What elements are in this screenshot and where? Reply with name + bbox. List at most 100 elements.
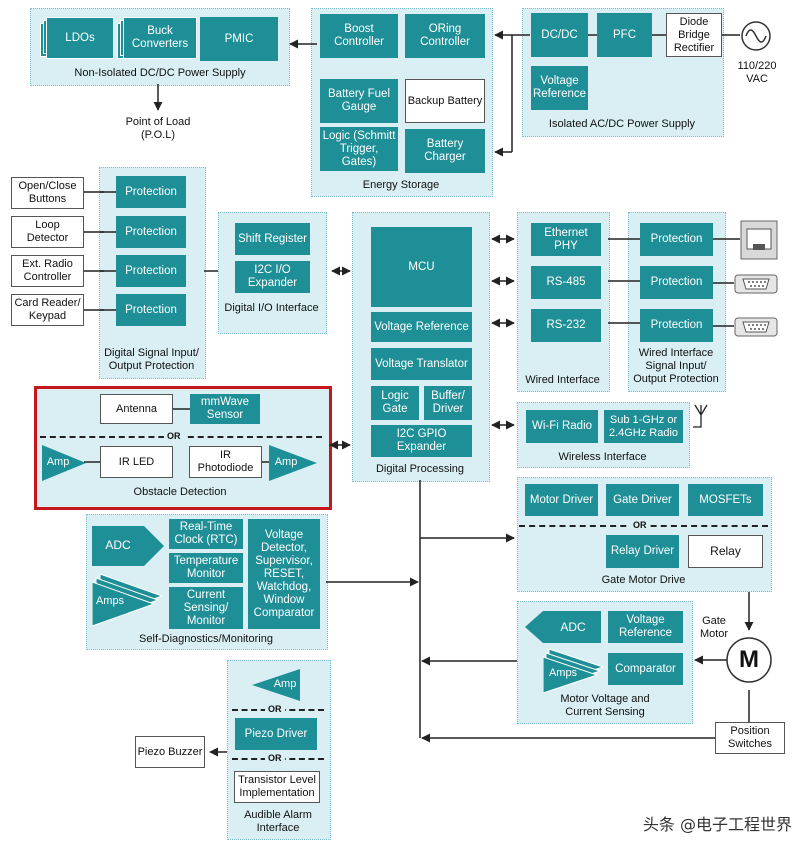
ir-photodiode-box: IR Photodiode: [189, 446, 262, 478]
backup-battery-box: Backup Battery: [405, 79, 485, 123]
piezo-buzzer-box: Piezo Buzzer: [135, 736, 205, 768]
mmwave-sensor-box: mmWave Sensor: [190, 394, 260, 424]
selfdiag-amps-label: Amps: [95, 595, 125, 607]
motor-driver-box: Motor Driver: [525, 484, 598, 516]
dio-title: Digital I/O Interface: [224, 302, 319, 314]
voltage-detector-box: Voltage Detector, Supervisor, RESET, Wat…: [248, 519, 320, 629]
wireless-title: Wireless Interface: [558, 451, 647, 463]
obstacle-amp-left: [42, 445, 86, 481]
mvs-amps-shape: [543, 649, 605, 693]
obstacle-group: [34, 386, 332, 510]
comparator-box: Comparator: [608, 653, 683, 685]
i2c-io-expander-box: I2C I/O Expander: [235, 261, 310, 293]
rs232-box: RS-232: [531, 309, 601, 342]
obstacle-amp-left-label: Amp: [46, 456, 70, 468]
gate-driver-box: Gate Driver: [606, 484, 679, 516]
db9-connector-icon: [734, 317, 778, 337]
ldos-box: LDOs: [46, 17, 114, 59]
ext-radio-controller-box: Ext. Radio Controller: [11, 255, 84, 287]
mvs-title: Motor Voltage and Current Sensing: [560, 693, 650, 718]
vac-label: 110/220 VAC: [737, 60, 777, 85]
pmic-box: PMIC: [200, 17, 278, 61]
alarm-amp-label: Amp: [273, 678, 297, 690]
mvs-voltage-reference-box: Voltage Reference: [608, 611, 683, 643]
motor-symbol: M: [739, 646, 759, 673]
dsp-title: Digital Signal Input/ Output Protection: [104, 347, 199, 372]
gate-motor-drive-title: Gate Motor Drive: [601, 574, 686, 586]
logic-gate-box: Logic Gate: [371, 386, 419, 420]
antenna-box: Antenna: [100, 394, 173, 424]
digital-processing-title: Digital Processing: [375, 463, 465, 475]
watermark: 头条 @电子工程世界: [642, 815, 792, 834]
mosfets-box: MOSFETs: [688, 484, 763, 516]
dsp-protection-4: Protection: [116, 294, 186, 326]
alarm-amp-shape: [252, 669, 300, 701]
rtc-box: Real-Time Clock (RTC): [169, 519, 243, 549]
wired-interface-title: Wired Interface: [525, 374, 600, 386]
selfdiag-adc-shape: [92, 526, 164, 566]
mvs-adc-label: ADC: [560, 620, 586, 634]
pol-label: Point of Load (P.O.L): [125, 116, 191, 141]
dcdc-box: DC/DC: [531, 13, 588, 57]
shift-register-box: Shift Register: [235, 223, 310, 255]
piezo-driver-box: Piezo Driver: [235, 718, 317, 750]
position-switches-box: Position Switches: [715, 722, 785, 754]
mvs-adc-shape: [525, 611, 601, 643]
gate-or-label: OR: [630, 520, 650, 530]
loop-detector-box: Loop Detector: [11, 216, 84, 248]
battery-fuel-gauge-box: Battery Fuel Gauge: [320, 79, 398, 123]
isolated-title: Isolated AC/DC Power Supply: [548, 118, 696, 130]
oring-controller-box: ORing Controller: [405, 14, 485, 58]
alarm-title: Audible Alarm Interface: [244, 809, 312, 834]
i2c-gpio-expander-box: I2C GPIO Expander: [371, 425, 472, 457]
selfdiag-adc-label: ADC: [105, 538, 131, 552]
input-wires: [84, 191, 104, 311]
alarm-or-label-1: OR: [265, 704, 285, 714]
rs485-box: RS-485: [531, 266, 601, 299]
gate-motor-label: Gate Motor: [699, 615, 729, 640]
current-sensing-box: Current Sensing/ Monitor: [169, 587, 243, 629]
pfc-box: PFC: [597, 13, 652, 57]
diode-bridge-box: Diode Bridge Rectifier: [666, 13, 722, 57]
isolated-vref-box: Voltage Reference: [531, 66, 588, 110]
wifi-radio-box: Wi-Fi Radio: [526, 410, 598, 443]
wired-protection-title: Wired Interface Signal Input/ Output Pro…: [633, 347, 719, 385]
open-close-buttons-box: Open/Close Buttons: [11, 177, 84, 209]
card-reader-keypad-box: Card Reader/ Keypad: [11, 294, 84, 326]
obstacle-amp-right: [269, 445, 317, 481]
obstacle-title: Obstacle Detection: [133, 486, 227, 498]
temperature-monitor-box: Temperature Monitor: [169, 553, 243, 583]
ldos-stack: LDOs: [40, 17, 114, 59]
sub-ghz-radio-box: Sub 1-GHz or 2.4GHz Radio: [604, 410, 683, 443]
dsp-protection-2: Protection: [116, 216, 186, 248]
wired-protection-3: Protection: [640, 309, 713, 342]
ethernet-port-icon: [740, 220, 778, 260]
buck-converters-box: Buck Converters: [123, 17, 197, 59]
selfdiag-title: Self-Diagnostics/Monitoring: [139, 633, 273, 645]
dsp-protection-1: Protection: [116, 176, 186, 208]
transistor-level-box: Transistor Level Implementation: [234, 771, 320, 803]
mvs-amps-label: Amps: [548, 667, 578, 679]
dsp-protection-3: Protection: [116, 255, 186, 287]
buffer-driver-box: Buffer/ Driver: [424, 386, 472, 420]
db9-connector-icon: [734, 274, 778, 294]
battery-charger-box: Battery Charger: [405, 129, 485, 173]
wired-protection-1: Protection: [640, 223, 713, 256]
nonisolated-title: Non-Isolated DC/DC Power Supply: [74, 67, 246, 79]
antenna-icon: [693, 404, 708, 428]
mcu-box: MCU: [371, 227, 472, 307]
obstacle-amp-right-label: Amp: [274, 456, 298, 468]
ethernet-phy-box: Ethernet PHY: [531, 223, 601, 256]
alarm-or-label-2: OR: [265, 753, 285, 763]
selfdiag-amps-shape: [92, 574, 164, 626]
voltage-translator-box: Voltage Translator: [371, 348, 472, 380]
energy-storage-title: Energy Storage: [362, 179, 440, 191]
boost-controller-box: Boost Controller: [320, 14, 398, 58]
ir-led-box: IR LED: [100, 446, 173, 478]
wired-protection-2: Protection: [640, 266, 713, 299]
buck-stack: Buck Converters: [117, 17, 197, 61]
relay-box: Relay: [688, 535, 763, 568]
relay-driver-box: Relay Driver: [606, 535, 679, 568]
ac-source-icon: [741, 21, 771, 51]
